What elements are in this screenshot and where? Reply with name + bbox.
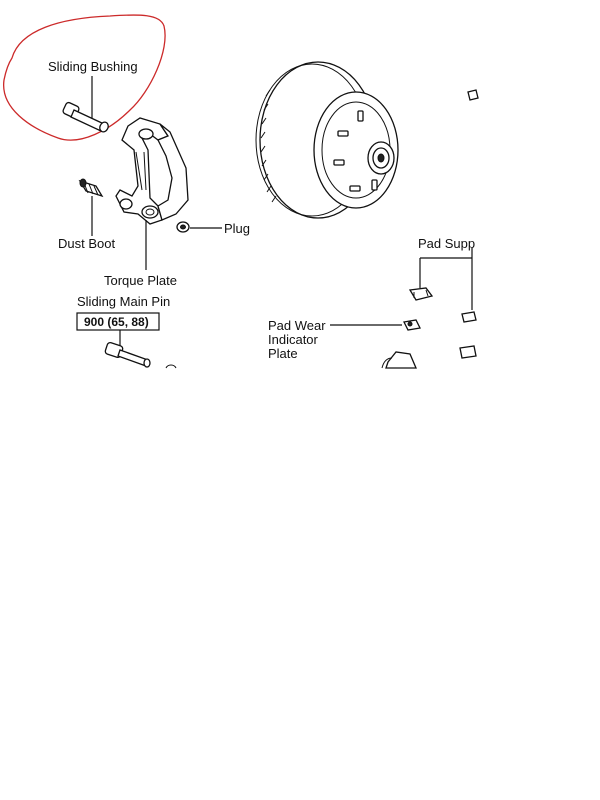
- torque-plate-part: [115, 117, 189, 225]
- label-sliding-bushing: Sliding Bushing: [48, 59, 138, 74]
- sliding-main-pin-part: [104, 341, 177, 369]
- small-clip-part: [467, 89, 479, 101]
- brake-pad-part: [381, 351, 417, 369]
- dust-boot-part: [78, 178, 104, 198]
- label-torque-plate: Torque Plate: [104, 273, 177, 288]
- label-pad-support: Pad Supp: [418, 236, 475, 251]
- leader-pad-support: [419, 248, 473, 310]
- label-sliding-main-pin: Sliding Main Pin: [77, 294, 170, 309]
- label-pad-wear-line3: Plate: [268, 346, 298, 361]
- pad-wear-indicator-part: [403, 319, 421, 331]
- plug-part: [176, 221, 190, 233]
- label-dust-boot: Dust Boot: [58, 236, 115, 251]
- label-plug: Plug: [224, 221, 250, 236]
- label-pad-wear-line2: Indicator: [268, 332, 319, 347]
- highlight-circle: [3, 14, 166, 141]
- torque-spec-value: 900 (65, 88): [84, 315, 149, 329]
- pad-support-plate-part: [408, 287, 477, 359]
- sliding-bushing-part: [62, 101, 109, 133]
- label-pad-wear-line1: Pad Wear: [268, 318, 326, 333]
- torque-spec-box: [76, 312, 160, 331]
- brake-disc-rotor-part: [255, 61, 399, 219]
